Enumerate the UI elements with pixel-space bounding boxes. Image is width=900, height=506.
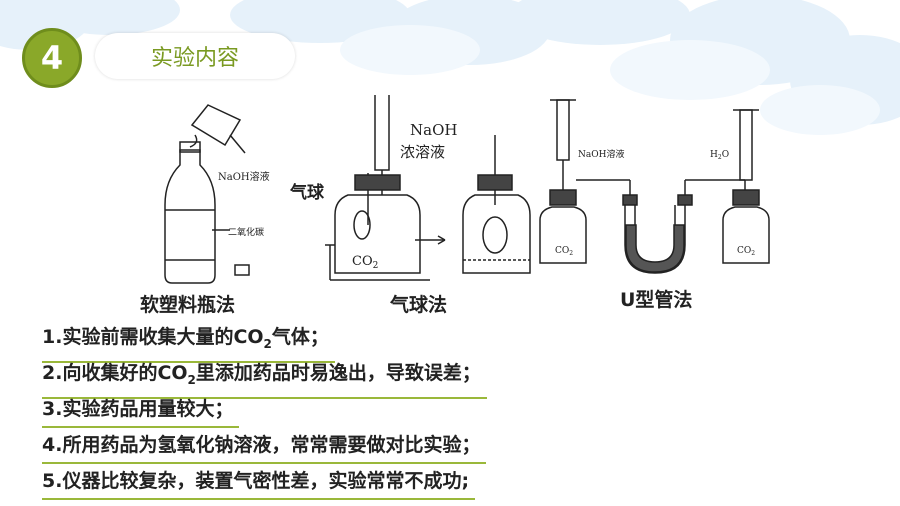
drawback-list: 1.实验前需收集大量的CO2气体； 2.向收集好的CO2里添加药品时易逸出，导致… [42,320,882,500]
u-naoh-label: NaOH溶液 [578,148,624,160]
balloon-co2-label: CO2 [352,254,378,271]
apparatus-diagram: NaOH溶液 二氧化碳 NaOH 浓溶液 CO2 NaOH溶液 H2O CO2 … [164,95,770,284]
u-h2o-label: H2O [710,150,729,161]
bottle-naoh-label: NaOH溶液 [218,170,270,183]
arrow-icon [415,235,446,245]
section-number-badge: 4 [22,28,82,88]
caption-bottle: 软塑料瓶法 [140,294,236,316]
cloud-background [0,0,900,135]
section-title-pill: 实验内容 [95,33,295,79]
balloon-label: 气球 [289,182,325,203]
list-item: 5.仪器比较复杂，装置气密性差，实验常常不成功; [42,464,882,500]
list-item: 1.实验前需收集大量的CO2气体； [42,320,882,363]
list-item: 3.实验药品用量较大； [42,392,882,428]
u-tube-apparatus-icon [539,99,770,274]
u-co2-right-label: CO2 [737,246,755,257]
balloon-apparatus-after-icon [462,135,531,274]
list-item: 2.向收集好的CO2里添加药品时易逸出，导致误差； [42,356,882,399]
caption-balloon: 气球法 [390,294,448,316]
soft-plastic-bottle-icon [164,104,250,284]
balloon-solution-label: 浓溶液 [400,143,445,161]
balloon-apparatus-before-icon [325,95,430,281]
caption-u-tube: U型管法 [620,289,693,311]
bottle-co2-label: 二氧化碳 [228,226,264,238]
section-number: 4 [40,39,64,77]
balloon-naoh-label: NaOH [410,121,457,139]
section-title: 实验内容 [150,46,239,71]
list-item: 4.所用药品为氢氧化钠溶液，常常需要做对比实验； [42,428,882,464]
u-co2-left-label: CO2 [555,246,573,257]
